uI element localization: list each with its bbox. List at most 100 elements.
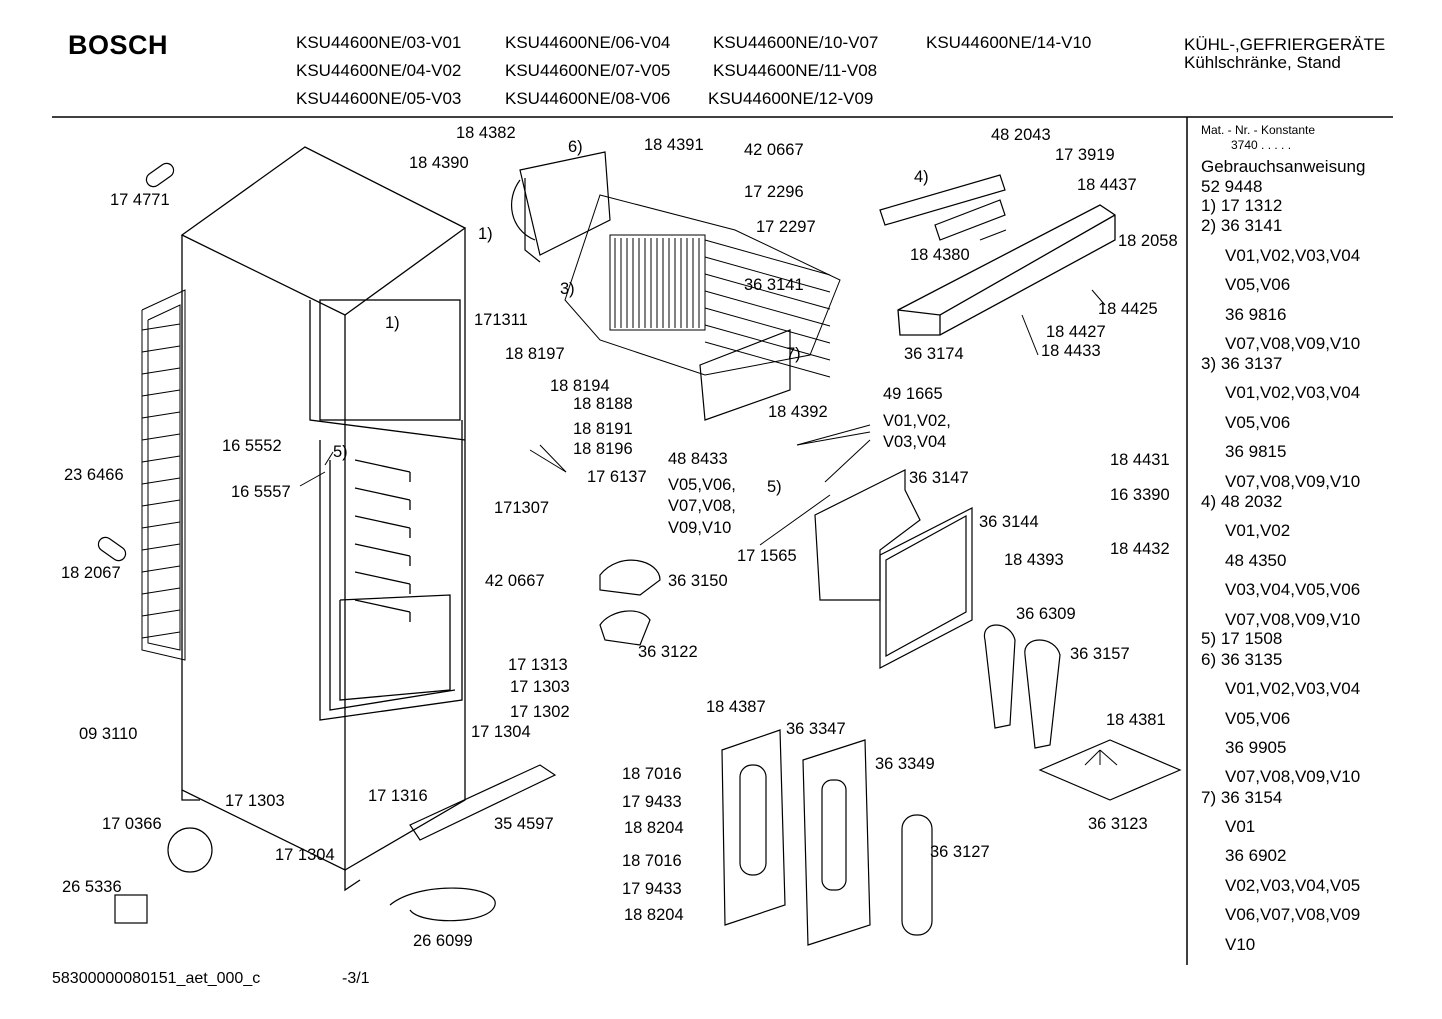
part-callout: 18 4387 — [706, 698, 766, 716]
model-number: KSU44600NE/04-V02 — [296, 61, 462, 80]
diagram-stroke — [141, 609, 181, 617]
sidebar-line: Gebrauchsanweisung — [1201, 157, 1366, 176]
diagram-stroke — [354, 459, 411, 473]
sidebar-line: V01 — [1225, 817, 1256, 836]
part-callout: 18 8204 — [624, 819, 684, 837]
part-callout: 18 4431 — [1110, 451, 1170, 469]
sidebar-line: 3) 36 3137 — [1201, 354, 1283, 373]
model-number: KSU44600NE/14-V10 — [926, 33, 1092, 52]
part-callout: 36 3150 — [668, 572, 728, 590]
sidebar-line: V01,V02,V03,V04 — [1225, 383, 1361, 402]
part-callout: V03,V04 — [883, 433, 947, 451]
part-callout: 18 8204 — [624, 906, 684, 924]
diagram-stroke — [704, 239, 831, 276]
part-callout: 17 1304 — [275, 846, 335, 864]
diagram-stroke — [354, 543, 411, 557]
part-callout: 36 3349 — [875, 755, 935, 773]
diagram-stroke — [141, 521, 181, 529]
diagram-stroke — [704, 290, 831, 327]
part-callout: 1) — [478, 225, 493, 243]
sidebar-line: 48 4350 — [1225, 551, 1287, 570]
part-callout: 17 4771 — [110, 191, 170, 209]
part-callout: 26 6099 — [413, 932, 473, 950]
part-callout: 18 4380 — [910, 246, 970, 264]
part-callout: 17 1303 — [510, 678, 570, 696]
part-callout: 18 4393 — [1004, 551, 1064, 569]
part-callout: 42 0667 — [485, 572, 545, 590]
page-number: -3/1 — [342, 970, 370, 987]
part-callout: 18 8197 — [505, 345, 565, 363]
diagram-stroke — [141, 477, 181, 485]
part-callout: 17 1313 — [508, 656, 568, 674]
part-callout: 18 4392 — [768, 403, 828, 421]
door-liner-parts — [721, 729, 933, 946]
leader-lines — [299, 229, 1118, 766]
roller-part — [97, 536, 127, 562]
part-callout: 18 4382 — [456, 124, 516, 142]
sidebar-line: 4) 48 2032 — [1201, 492, 1283, 511]
drip-tray — [1038, 739, 1182, 801]
part-callout: 18 4433 — [1041, 342, 1101, 360]
back-panel — [699, 329, 791, 421]
diagram-stroke — [141, 631, 181, 639]
part-callout: 36 3141 — [744, 276, 804, 294]
diagram-stroke — [141, 565, 181, 573]
part-callout: 35 4597 — [494, 815, 554, 833]
sidebar-line: 36 9816 — [1225, 305, 1287, 324]
diagram-stroke — [141, 323, 181, 331]
part-callout: 18 8191 — [573, 420, 633, 438]
sidebar-line: 52 9448 — [1201, 177, 1263, 196]
sidebar-line: V01,V02,V03,V04 — [1225, 246, 1361, 265]
part-callout: 17 2297 — [756, 218, 816, 236]
diagram-stroke — [141, 367, 181, 375]
model-number: KSU44600NE/06-V04 — [505, 33, 671, 52]
diagram-stroke — [141, 345, 181, 353]
part-callout: 17 2296 — [744, 183, 804, 201]
part-callout: 18 4432 — [1110, 540, 1170, 558]
part-callout: 17 3919 — [1055, 146, 1115, 164]
part-callout: 17 9433 — [622, 793, 682, 811]
sidebar-line: 6) 36 3135 — [1201, 650, 1283, 669]
fan-motor — [114, 894, 148, 924]
part-callout: 18 8188 — [573, 395, 633, 413]
sidebar-line: 36 9815 — [1225, 442, 1287, 461]
part-callout: 16 3390 — [1110, 486, 1170, 504]
model-number: KSU44600NE/10-V07 — [713, 33, 879, 52]
diagram-stroke — [141, 499, 181, 507]
sidebar-line: V01,V02 — [1225, 521, 1291, 540]
sidebar-line: V06,V07,V08,V09 — [1225, 905, 1361, 924]
part-callout: V01,V02, — [883, 412, 951, 430]
diagram-stroke — [141, 543, 181, 551]
model-number: KSU44600NE/11-V08 — [713, 61, 878, 80]
part-callout: 09 3110 — [79, 725, 138, 743]
diagram-stroke — [354, 487, 411, 501]
air-ducts — [983, 624, 1061, 749]
sidebar-line: V01,V02,V03,V04 — [1225, 679, 1361, 698]
sidebar-line: 2) 36 3141 — [1201, 216, 1283, 235]
sidebar-line: V02,V03,V04,V05 — [1225, 876, 1361, 895]
part-callout: 18 2067 — [61, 564, 121, 582]
part-callout: 36 3347 — [786, 720, 846, 738]
condenser-grid — [141, 289, 186, 661]
document-id: 58300000080151_aet_000_c — [52, 970, 261, 987]
category-subtitle: Kühlschränke, Stand — [1184, 53, 1341, 72]
diagram-stroke — [141, 389, 181, 397]
diagram-stroke — [704, 341, 831, 378]
diagram-stroke — [354, 571, 411, 585]
part-callout: 7) — [786, 345, 801, 363]
part-callout: 36 3174 — [904, 345, 964, 363]
part-callout: 17 1302 — [510, 703, 570, 721]
part-callout: 18 7016 — [622, 765, 682, 783]
part-callout: 36 3144 — [979, 513, 1039, 531]
part-callout: V07,V08, — [668, 497, 736, 515]
part-callout: 36 3157 — [1070, 645, 1130, 663]
sidebar-line: 7) 36 3154 — [1201, 788, 1283, 807]
diagram-stroke — [141, 433, 181, 441]
part-callout: 16 5557 — [231, 483, 291, 501]
part-callout: 17 1303 — [225, 792, 285, 810]
model-number: KSU44600NE/12-V09 — [708, 89, 874, 108]
part-callout: 18 4425 — [1098, 300, 1158, 318]
model-number: KSU44600NE/05-V03 — [296, 89, 462, 108]
part-callout: 17 9433 — [622, 880, 682, 898]
sidebar-line: V03,V04,V05,V06 — [1225, 580, 1361, 599]
